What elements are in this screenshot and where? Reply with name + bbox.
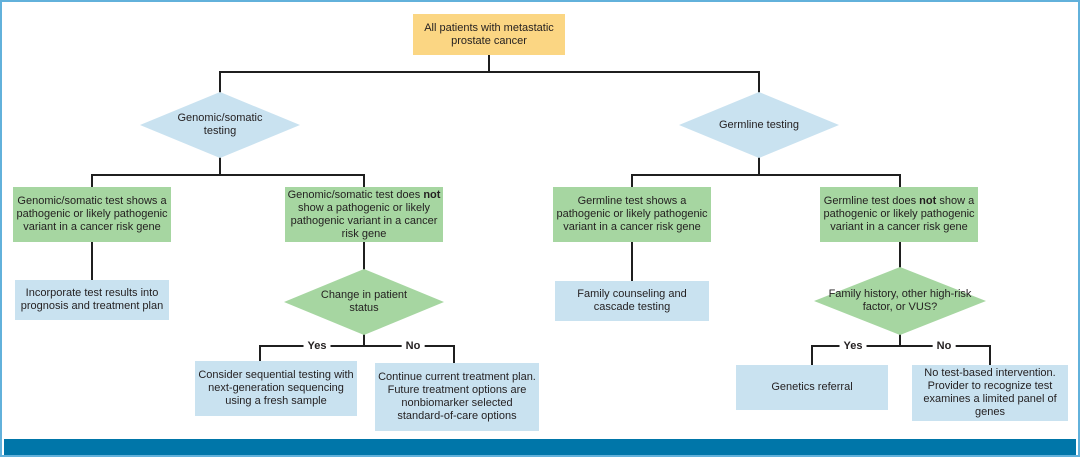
decision-change-in-status: Change in patient status bbox=[284, 269, 444, 335]
node-incorporate-results: Incorporate test results into prognosis … bbox=[15, 280, 169, 320]
decision-family-history-label: Family history, other high-risk factor, … bbox=[828, 288, 972, 313]
connector bbox=[259, 345, 261, 362]
node-germline-positive-label: Germline test shows a pathogenic or like… bbox=[556, 195, 708, 233]
node-genomic-negative-label: Genomic/somatic test does not show a pat… bbox=[287, 188, 441, 240]
connector bbox=[363, 333, 365, 347]
connector bbox=[811, 345, 813, 366]
node-genetics-referral-label: Genetics referral bbox=[771, 381, 853, 393]
connector bbox=[899, 333, 901, 347]
connector bbox=[363, 242, 365, 270]
connector bbox=[219, 71, 221, 94]
node-no-intervention: No test-based intervention. Provider to … bbox=[912, 365, 1068, 421]
connector bbox=[758, 71, 760, 94]
connector bbox=[631, 174, 633, 188]
node-genetics-referral: Genetics referral bbox=[736, 365, 888, 410]
connector bbox=[989, 345, 991, 366]
label-yes-right: Yes bbox=[839, 340, 867, 352]
node-genomic-negative: Genomic/somatic test does not show a pat… bbox=[285, 187, 443, 242]
connector bbox=[91, 174, 93, 188]
bottom-accent-bar bbox=[4, 439, 1076, 455]
label-yes-left: Yes bbox=[303, 340, 331, 352]
node-family-counseling-label: Family counseling and cascade testing bbox=[577, 288, 687, 313]
decision-family-history: Family history, other high-risk factor, … bbox=[814, 267, 986, 335]
connector bbox=[631, 242, 633, 282]
node-incorporate-results-label: Incorporate test results into prognosis … bbox=[20, 287, 164, 312]
node-all-patients-label: All patients with metastatic prostate ca… bbox=[424, 21, 554, 47]
connector bbox=[91, 174, 365, 176]
node-continue-treatment: Continue current treatment plan. Future … bbox=[375, 363, 539, 431]
connector bbox=[453, 345, 455, 364]
node-continue-treatment-label: Continue current treatment plan. Future … bbox=[378, 371, 536, 422]
decision-germline-label: Germline testing bbox=[718, 118, 800, 131]
node-sequential-testing: Consider sequential testing with next-ge… bbox=[195, 361, 357, 416]
node-family-counseling: Family counseling and cascade testing bbox=[555, 281, 709, 321]
connector bbox=[899, 242, 901, 269]
node-no-intervention-label: No test-based intervention. Provider to … bbox=[923, 367, 1057, 418]
connector bbox=[899, 174, 901, 188]
connector bbox=[219, 71, 760, 73]
decision-genomic-somatic-label: Genomic/somatic testing bbox=[177, 112, 263, 137]
decision-change-in-status-label: Change in patient status bbox=[320, 289, 408, 314]
connector bbox=[631, 174, 901, 176]
label-no-right: No bbox=[932, 340, 956, 352]
node-germline-negative: Germline test does not show a pathogenic… bbox=[820, 187, 978, 242]
connector bbox=[91, 242, 93, 281]
connector bbox=[758, 156, 760, 176]
connector bbox=[219, 156, 221, 176]
connector bbox=[259, 345, 455, 347]
node-sequential-testing-label: Consider sequential testing with next-ge… bbox=[198, 369, 354, 407]
node-genomic-positive: Genomic/somatic test shows a pathogenic … bbox=[13, 187, 171, 242]
connector bbox=[363, 174, 365, 188]
node-germline-negative-label: Germline test does not show a pathogenic… bbox=[823, 195, 975, 233]
node-genomic-positive-label: Genomic/somatic test shows a pathogenic … bbox=[16, 195, 168, 233]
node-all-patients: All patients with metastatic prostate ca… bbox=[413, 14, 565, 55]
connector bbox=[811, 345, 991, 347]
connector bbox=[488, 54, 490, 72]
decision-genomic-somatic: Genomic/somatic testing bbox=[140, 92, 300, 158]
label-no-left: No bbox=[401, 340, 425, 352]
decision-germline: Germline testing bbox=[679, 92, 839, 158]
node-germline-positive: Germline test shows a pathogenic or like… bbox=[553, 187, 711, 242]
